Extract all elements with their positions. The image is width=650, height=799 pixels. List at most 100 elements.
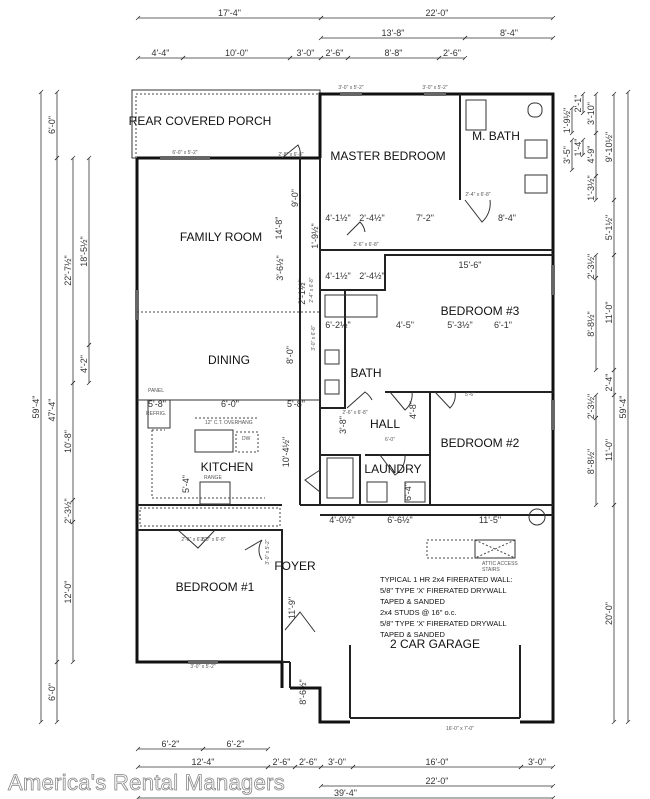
interior-dimension-label: 5'-8" — [148, 399, 166, 409]
attic-access-stairs — [474, 539, 516, 559]
sink-master-2 — [524, 174, 548, 194]
dimension-tick — [462, 55, 468, 61]
dimension-tick — [593, 252, 599, 258]
dimension-tick — [593, 275, 599, 281]
dimension-tick — [580, 137, 586, 143]
watermark: America's Rental Managers — [8, 770, 286, 795]
dimension-tick — [318, 15, 324, 21]
dimension-tick — [345, 55, 351, 61]
dimension-label: 6'-0" — [47, 683, 57, 701]
dimension-tick — [593, 502, 599, 508]
dimension-tick — [593, 367, 599, 373]
opening-size-label: 3'-0" x 5'-2" — [265, 539, 271, 564]
dimension-tick — [135, 746, 141, 752]
dimension-label: 5'-1½" — [604, 215, 614, 240]
dimension-tick — [593, 197, 599, 203]
dimension-label: 2'-4" — [604, 374, 614, 392]
interior-dimension-label: 5'-8" — [287, 399, 305, 409]
dimension-label: 3'-0" — [297, 48, 315, 58]
dishwasher-label: DW — [242, 436, 251, 442]
dimension-label: 13'-8" — [382, 28, 405, 38]
dimension-label: 3'-0" — [528, 757, 546, 767]
dimension-label: 16'-0" — [426, 757, 449, 767]
dimension-tick — [38, 89, 44, 95]
dimension-tick — [611, 502, 617, 508]
dimension-tick — [135, 15, 141, 21]
firewall-note-line: TAPED & SANDED — [380, 597, 445, 606]
dimension-tick — [265, 764, 271, 770]
dimension-label: 6'-2" — [162, 739, 180, 749]
dimension-label: 8'-8½" — [586, 311, 596, 336]
dimension-tick — [86, 342, 92, 348]
opening-size-label: 2'-6" x 6'-8" — [342, 410, 367, 416]
dimension-label: 1'-3½" — [586, 175, 596, 200]
interior-dimension-label: 6'-2½" — [325, 320, 350, 330]
dimension-label: 17'-4" — [218, 8, 241, 18]
dimension-tick — [611, 252, 617, 258]
room-label-laundry: LAUNDRY — [364, 462, 421, 476]
attic-stairs-landing — [426, 539, 476, 559]
firewall-note-line: 5/8" TYPE 'X' FIRERATED DRYWALL — [380, 619, 507, 628]
firewall-note-line: 2x4 STUDS @ 16" o.c. — [380, 608, 457, 617]
dimension-tick — [625, 719, 631, 725]
dimension-tick — [70, 519, 76, 525]
dimension-label: 2'-6" — [326, 48, 344, 58]
dimension-tick — [86, 155, 92, 161]
dimension-label: 2'-3½" — [63, 498, 73, 523]
interior-dimension-label: 4'-1½" — [325, 271, 350, 281]
dimension-label: 47'-4" — [47, 399, 57, 422]
interior-dimension-label: 9'-0" — [290, 189, 300, 207]
dimension-tick — [593, 173, 599, 179]
interior-dimension-label: 11'-5" — [479, 515, 501, 525]
panel-label: PANEL — [148, 388, 164, 394]
firewall-note-line: 5/8" TYPE 'X' FIRERATED DRYWALL — [380, 586, 507, 595]
dishwasher — [235, 431, 259, 453]
dimension-label: 8'-8" — [385, 48, 403, 58]
interior-dimension-label: 4'-1½" — [325, 213, 350, 223]
firewall-note-line: TAPED & SANDED — [380, 630, 445, 639]
dimension-tick — [593, 91, 599, 97]
room-label-foyer: FOYER — [274, 559, 316, 573]
opening-size-label: 2'-4" x 6'-8" — [465, 192, 490, 198]
dimension-tick — [611, 392, 617, 398]
room-label-master-bedroom: MASTER BEDROOM — [330, 149, 445, 163]
room-label-bedroom-3: BEDROOM #3 — [441, 304, 520, 318]
room-label-porch: REAR COVERED PORCH — [129, 114, 272, 128]
opening-size-label: 6'-0" x 5'-2" — [172, 150, 197, 156]
dimension-label: 2'-3½" — [586, 394, 596, 419]
attic-label: ATTIC ACCESS — [482, 561, 518, 567]
refrigerator — [147, 399, 171, 429]
dimension-tick — [38, 719, 44, 725]
dimension-label: 4'-4" — [152, 48, 170, 58]
interior-dimension-label: 4'-8" — [408, 401, 418, 419]
dimension-label: 59'-4" — [618, 396, 628, 419]
interior-dimension-label: 6'-0" — [221, 399, 239, 409]
dimension-label: 22'-7½" — [63, 255, 73, 285]
interior-dimension-label: 7'-2" — [416, 213, 434, 223]
interior-dimension-label: 2'-4½" — [359, 271, 384, 281]
dimension-tick — [580, 91, 586, 97]
interior-dimension-label: 5'-3½" — [447, 320, 472, 330]
opening-size-label: 2'-8" x 6'-8" — [181, 537, 206, 543]
room-label-kitchen: KITCHEN — [201, 460, 254, 474]
dimension-tick — [135, 764, 141, 770]
dimension-label: 18'-5½" — [79, 236, 89, 266]
dimension-label: 2'-3½" — [586, 254, 596, 279]
fixture-labels: PANEL REFRIG. DW 12" C.T. OVERHANG RANGE… — [146, 388, 518, 573]
dimension-tick — [318, 55, 324, 61]
dimension-label: 12'-0" — [63, 581, 73, 604]
interior-dimension-label: 10'-4½" — [281, 437, 291, 467]
room-label-garage: 2 CAR GARAGE — [390, 637, 480, 651]
kitchen-sink — [194, 429, 234, 453]
dimension-tick — [569, 137, 575, 143]
refrigerator-label: REFRIG. — [146, 411, 166, 417]
interior-dimension-label: 14'-8" — [274, 217, 284, 240]
room-label-bedroom-1: BEDROOM #1 — [176, 580, 255, 594]
dimension-tick — [265, 746, 271, 752]
dimension-label: 59'-4" — [31, 396, 41, 419]
room-labels: REAR COVERED PORCH FAMILY ROOM DINING KI… — [129, 114, 520, 651]
dimension-label: 11'-0" — [604, 301, 614, 323]
dimension-tick — [70, 497, 76, 503]
dimension-tick — [550, 35, 556, 41]
